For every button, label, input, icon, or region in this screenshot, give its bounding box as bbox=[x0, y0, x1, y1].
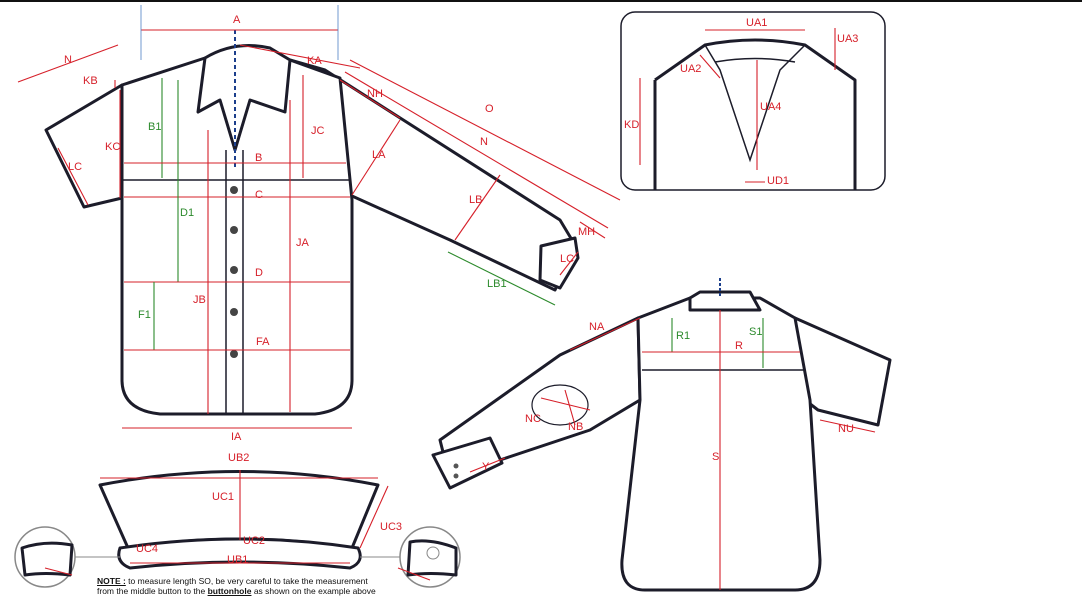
label-UA1: UA1 bbox=[746, 17, 767, 29]
front-shirt: A N KB KA NH O N B1 KC JC B LA LC C D1 J… bbox=[17, 5, 621, 443]
label-S: S bbox=[712, 451, 719, 463]
label-B1: B1 bbox=[148, 121, 161, 133]
collar-band: UB2 UC1 UC3 UC2 UC4 UB1 bbox=[14, 452, 461, 588]
label-JA: JA bbox=[296, 237, 310, 249]
back-body bbox=[620, 296, 822, 592]
label-JB: JB bbox=[193, 294, 206, 306]
label-MH: MH bbox=[578, 226, 595, 238]
label-A: A bbox=[233, 14, 241, 26]
label-UA2: UA2 bbox=[680, 63, 701, 75]
label-R: R bbox=[735, 340, 743, 352]
label-Y: Y bbox=[482, 461, 490, 473]
label-LB: LB bbox=[469, 194, 482, 206]
label-KC: KC bbox=[105, 141, 120, 153]
label-UA3: UA3 bbox=[837, 33, 858, 45]
measurement-note: NOTE : to measure length SO, be very car… bbox=[97, 576, 376, 596]
back-cuff bbox=[431, 436, 504, 490]
label-UB1: UB1 bbox=[227, 554, 248, 566]
label-LA: LA bbox=[372, 149, 386, 161]
label-C: C bbox=[255, 189, 263, 201]
back-shirt: NA R1 S1 R NC NB S NU Y bbox=[431, 278, 892, 592]
label-NB: NB bbox=[568, 421, 583, 433]
label-FA: FA bbox=[256, 336, 270, 348]
label-NC: NC bbox=[525, 413, 541, 425]
label-F1: F1 bbox=[138, 309, 151, 321]
label-UA4: UA4 bbox=[760, 101, 781, 113]
front-body bbox=[120, 56, 354, 416]
label-KD: KD bbox=[624, 119, 639, 131]
label-NH: NH bbox=[367, 88, 383, 100]
label-UC4: UC4 bbox=[136, 543, 158, 555]
note-label: NOTE : bbox=[97, 576, 126, 586]
note-text-line2a: from the middle button to the bbox=[97, 586, 208, 596]
label-UC1: UC1 bbox=[212, 491, 234, 503]
collar-band-bottom bbox=[117, 537, 362, 570]
label-N: N bbox=[64, 54, 72, 66]
label-UD1: UD1 bbox=[767, 175, 789, 187]
label-LC: LC bbox=[68, 161, 82, 173]
label-UC3: UC3 bbox=[380, 521, 402, 533]
label-KB: KB bbox=[83, 75, 98, 87]
label-LC-cuff: LC bbox=[560, 253, 574, 265]
label-D1: D1 bbox=[180, 207, 194, 219]
note-bold: buttonhole bbox=[207, 586, 252, 596]
label-KA: KA bbox=[307, 55, 322, 67]
label-IA: IA bbox=[231, 431, 242, 443]
front-cuff bbox=[538, 236, 580, 290]
label-JC: JC bbox=[311, 125, 325, 137]
label-NU: NU bbox=[838, 423, 854, 435]
label-O: O bbox=[485, 103, 494, 115]
label-D: D bbox=[255, 267, 263, 279]
label-S1: S1 bbox=[749, 326, 762, 338]
back-collar bbox=[688, 290, 762, 312]
label-UB2: UB2 bbox=[228, 452, 249, 464]
label-UC2: UC2 bbox=[243, 535, 265, 547]
top-border bbox=[0, 0, 1082, 2]
label-NA: NA bbox=[589, 321, 605, 333]
front-buttons bbox=[230, 186, 238, 358]
label-LB1: LB1 bbox=[487, 278, 507, 290]
label-R1: R1 bbox=[676, 330, 690, 342]
note-text-line2b: as shown on the example above bbox=[251, 586, 376, 596]
note-text-line1: to measure length SO, be very careful to… bbox=[125, 576, 368, 586]
label-B: B bbox=[255, 152, 262, 164]
label-N-sleeve: N bbox=[480, 136, 488, 148]
collar-band-top bbox=[98, 470, 380, 550]
collar-detail: UA1 UA3 UA2 KD UA4 UD1 bbox=[620, 11, 886, 191]
